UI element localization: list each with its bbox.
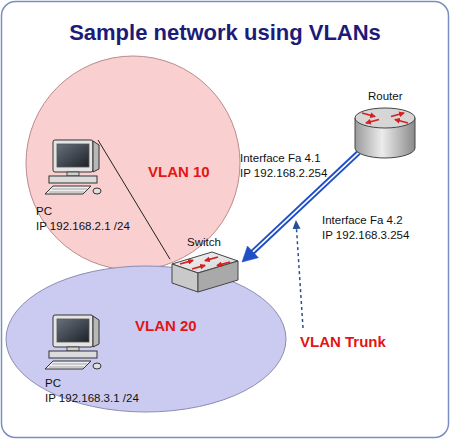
device-name: Router (368, 90, 403, 103)
zone-shape (6, 266, 286, 412)
ip-address: IP 192.168.3.1 /24 (45, 392, 139, 405)
device-name: Switch (187, 236, 221, 249)
link-line (98, 140, 170, 259)
zone-outline (5, 265, 287, 413)
device-name: PC (45, 377, 61, 390)
vlan-zone: VLAN 20 PC IP 192.168.3.1 /24 (5, 265, 287, 413)
access-link (98, 140, 170, 259)
router-icon (355, 108, 415, 158)
ip-address: IP 192.168.2.1 /24 (36, 220, 130, 233)
arrow-head (242, 246, 258, 262)
router-body (355, 118, 415, 158)
device-name: PC (36, 205, 52, 218)
trunk-line (251, 153, 359, 254)
vlan-name: VLAN 20 (135, 317, 197, 334)
pointer-arrow (296, 221, 303, 328)
router-top (355, 108, 415, 128)
router-node: Router (352, 88, 418, 164)
callout-label: VLAN Trunk (300, 333, 386, 350)
router-arrows (362, 113, 408, 123)
switch-arrows (180, 257, 230, 269)
interface-name: Interface Fa 4.1 (240, 152, 321, 165)
zone-shape (26, 56, 240, 270)
trunk-link (242, 153, 359, 263)
ip-address: IP 192.168.2.254 (240, 167, 327, 180)
interface-name: Interface Fa 4.2 (322, 214, 403, 227)
trunk-gap (251, 153, 359, 254)
ip-address: IP 192.168.3.254 (322, 229, 409, 242)
diagram-title: Sample network using VLANs (0, 20, 450, 46)
vlan-name: VLAN 10 (148, 163, 210, 180)
